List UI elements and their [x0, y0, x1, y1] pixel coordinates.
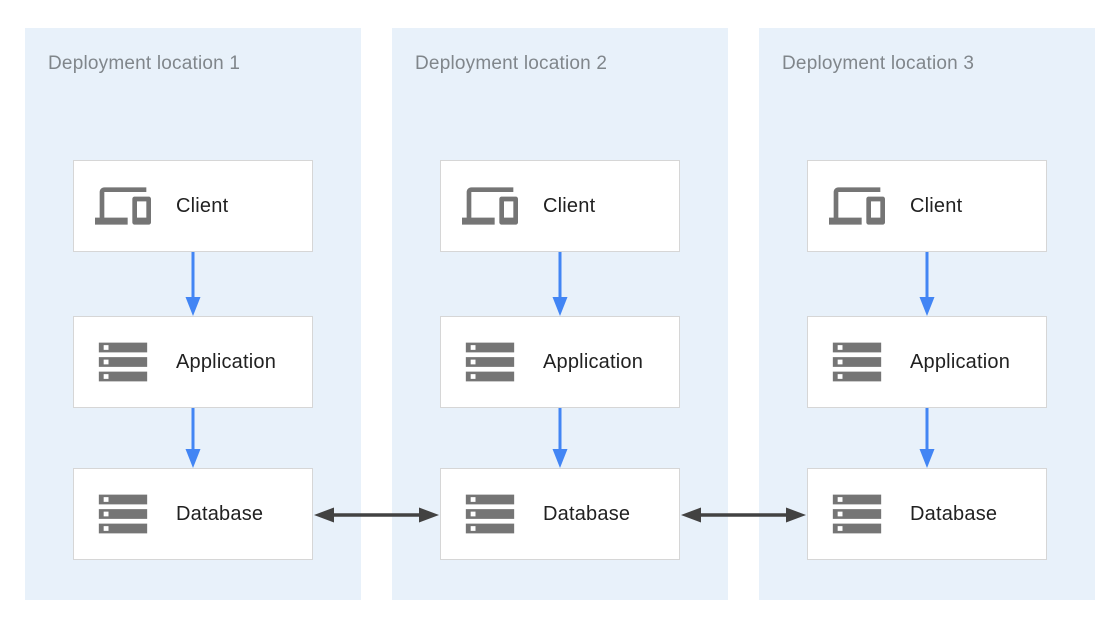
flow-arrow-application-to-database	[185, 408, 201, 468]
deployment-panel-3: Deployment location 3 Client Application	[759, 28, 1095, 600]
node-label: Database	[910, 502, 998, 525]
node-database-3: Database	[807, 468, 1047, 560]
deployment-panel-2: Deployment location 2 Client Application	[392, 28, 728, 600]
node-database-1: Database	[73, 468, 313, 560]
panel-title-2: Deployment location 2	[415, 53, 608, 74]
server-icon	[461, 333, 519, 391]
server-icon	[828, 333, 886, 391]
node-client-1: Client	[73, 160, 313, 252]
node-label: Client	[910, 194, 963, 217]
server-icon	[94, 333, 152, 391]
node-label: Client	[543, 194, 596, 217]
node-label: Application	[543, 350, 644, 373]
flow-arrow-application-to-database	[919, 408, 935, 468]
panel-title-1: Deployment location 1	[48, 53, 241, 74]
panel-title-3: Deployment location 3	[782, 53, 975, 74]
node-application-2: Application	[440, 316, 680, 408]
server-icon	[94, 485, 152, 543]
devices-icon	[828, 178, 886, 234]
node-label: Client	[176, 194, 229, 217]
flow-arrow-client-to-application	[552, 252, 568, 316]
server-icon	[828, 485, 886, 543]
server-icon	[461, 485, 519, 543]
flow-arrow-client-to-application	[919, 252, 935, 316]
node-label: Application	[910, 350, 1011, 373]
node-label: Application	[176, 350, 277, 373]
flow-arrow-application-to-database	[552, 408, 568, 468]
devices-icon	[94, 178, 152, 234]
node-label: Database	[176, 502, 264, 525]
node-client-2: Client	[440, 160, 680, 252]
sync-arrow-database1-database2	[314, 507, 439, 523]
node-client-3: Client	[807, 160, 1047, 252]
node-application-3: Application	[807, 316, 1047, 408]
devices-icon	[461, 178, 519, 234]
node-application-1: Application	[73, 316, 313, 408]
node-database-2: Database	[440, 468, 680, 560]
node-label: Database	[543, 502, 631, 525]
sync-arrow-database2-database3	[681, 507, 806, 523]
flow-arrow-client-to-application	[185, 252, 201, 316]
deployment-panel-1: Deployment location 1 Client Application	[25, 28, 361, 600]
